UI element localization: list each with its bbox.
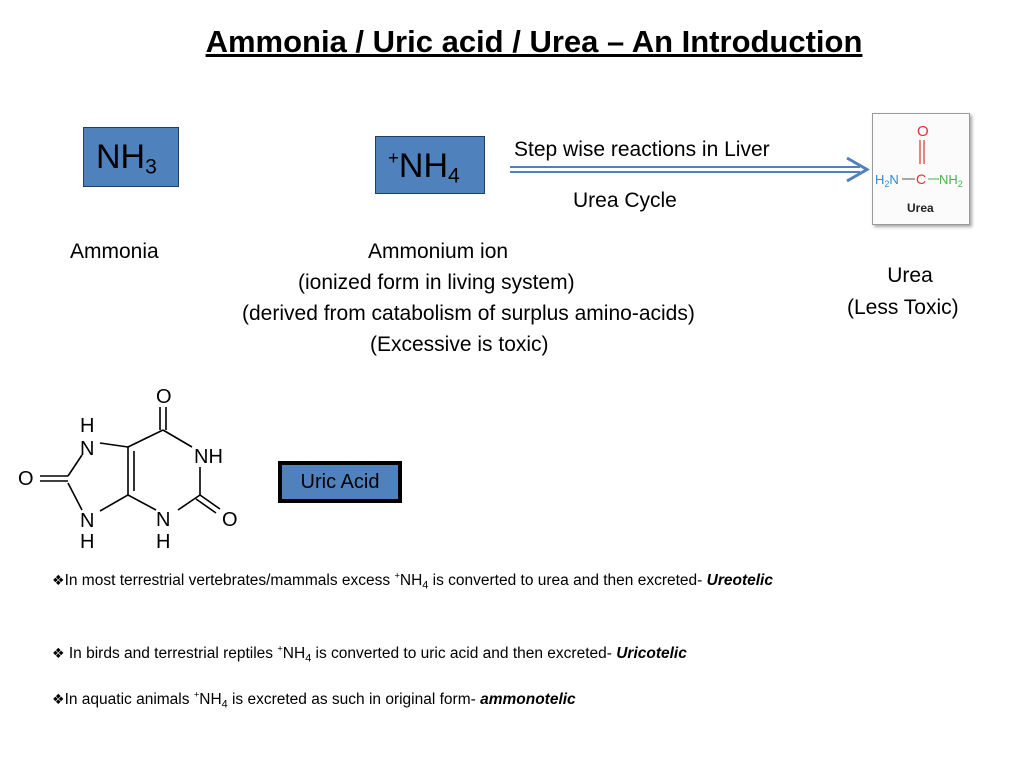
uric-acid-label-box: Uric Acid	[278, 461, 402, 503]
nh4-subscript: 4	[448, 164, 460, 188]
uric-n-bottom: N	[156, 509, 170, 531]
urea-less-toxic-label: (Less Toxic)	[847, 296, 959, 319]
bullet-diamond-icon: ❖	[52, 645, 65, 661]
bullet-ureotelic: ❖In most terrestrial vertebrates/mammals…	[52, 570, 773, 592]
nh4-superscript: +	[388, 146, 399, 168]
uric-acid-structure: O NH O N H N H O N H	[18, 386, 238, 550]
uric-h-left-bottom: H	[80, 531, 94, 550]
bullet-uricotelic: ❖ In birds and terrestrial reptiles +NH4…	[52, 643, 687, 665]
ammonia-formula-box: NH3	[83, 127, 179, 187]
urea-image-caption: Urea	[907, 201, 934, 215]
ammonium-ion-label: Ammonium ion	[368, 240, 509, 263]
nh3-subscript: 3	[145, 155, 157, 179]
ammonium-formula-box: +NH4	[375, 136, 485, 194]
urea-structure-image: O H2N C NH2 Urea	[872, 113, 970, 225]
ammonotelic-term: ammonotelic	[480, 691, 576, 708]
uric-h-left-top: H	[80, 415, 94, 437]
uric-nh-right: NH	[194, 446, 223, 468]
uric-n-left-bottom: N	[80, 510, 94, 532]
urea-nh2-group: NH2	[939, 172, 963, 189]
ureotelic-term: Ureotelic	[706, 572, 773, 589]
uric-o-top: O	[156, 386, 172, 408]
slide-title: Ammonia / Uric acid / Urea – An Introduc…	[205, 24, 863, 59]
ammonium-toxicity-note: (Excessive is toxic)	[370, 333, 549, 356]
urea-oxygen-atom: O	[917, 123, 929, 140]
urea-label: Urea	[887, 264, 933, 287]
nh4-main: NH	[398, 147, 449, 185]
ammonia-label: Ammonia	[70, 240, 159, 263]
uric-o-left: O	[18, 468, 34, 490]
urea-cycle-label: Urea Cycle	[573, 189, 677, 212]
urea-structure-drawing: O H2N C NH2 Urea	[875, 123, 963, 215]
step-wise-reactions-label: Step wise reactions in Liver	[514, 138, 770, 161]
uric-o-right: O	[222, 509, 238, 531]
uric-h-bottom: H	[156, 531, 170, 550]
urea-h2n-group: H2N	[875, 172, 899, 189]
ammonium-ionized-note: (ionized form in living system)	[298, 271, 575, 294]
bullet-ammonotelic: ❖In aquatic animals +NH4 is excreted as …	[52, 689, 576, 711]
uricotelic-term: Uricotelic	[616, 645, 687, 662]
bullet-diamond-icon: ❖	[52, 572, 65, 588]
reaction-arrow	[510, 156, 871, 183]
ammonium-derivation-note: (derived from catabolism of surplus amin…	[242, 302, 695, 325]
uric-n-left-top: N	[80, 438, 94, 460]
bullet-diamond-icon: ❖	[52, 691, 65, 707]
nh3-main: NH	[96, 138, 146, 176]
urea-carbon-atom: C	[916, 171, 926, 187]
